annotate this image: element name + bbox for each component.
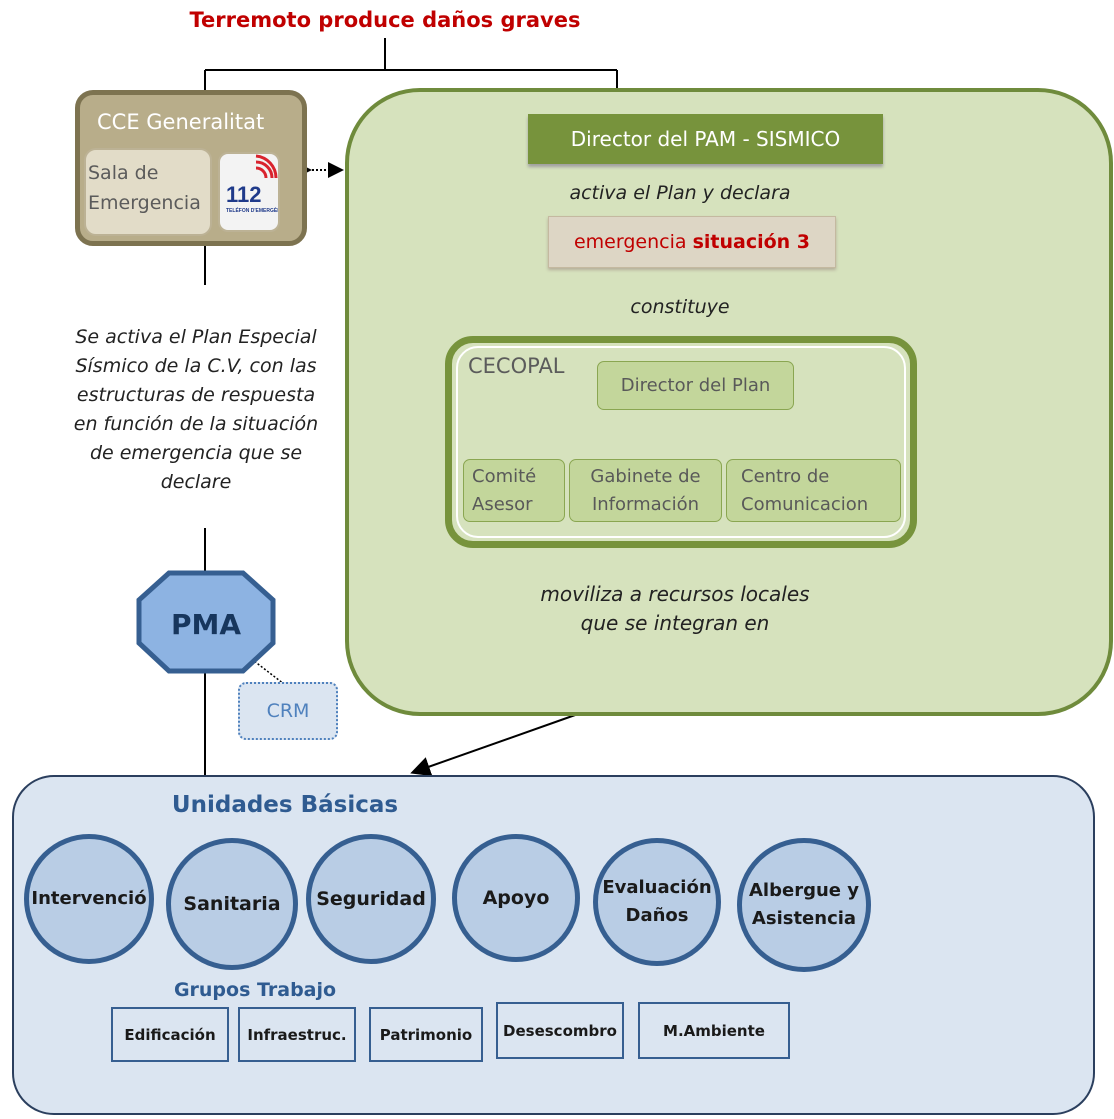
grupo-medio-ambiente: M.Ambiente [638, 1002, 790, 1059]
svg-text:112: 112 [226, 182, 262, 207]
diagram-title: Terremoto produce daños graves [189, 8, 581, 32]
moviliza-text: moviliza a recursos locales que se integ… [540, 582, 810, 635]
emergencia-situacion: situación 3 [692, 231, 811, 253]
unit-seguridad: Seguridad [306, 834, 436, 964]
svg-text:TELÉFON D'EMERGÈNCIES: TELÉFON D'EMERGÈNCIES [226, 206, 278, 214]
constituye-text: constituye [630, 296, 730, 318]
unidades-title: Unidades Básicas [171, 792, 399, 818]
unit-albergue-asistencia: Albergue y Asistencia [737, 838, 871, 972]
crm-box: CRM [238, 682, 338, 740]
grupo-desescombro: Desescombro [496, 1002, 624, 1059]
sala-emergencia-label: Sala de Emergencia [88, 162, 201, 214]
grupos-trabajo-title: Grupos Trabajo [173, 979, 337, 1001]
cecopal-inner-border [456, 346, 906, 538]
director-pam-box: Director del PAM - SISMICO [528, 114, 883, 164]
unit-evaluacion-danos: Evaluación Daños [593, 838, 721, 966]
emergencia-prefix: emergencia [573, 231, 687, 253]
director-plan-box: Director del Plan [597, 361, 794, 410]
cecopal-label: CECOPAL [468, 354, 565, 378]
pma-octagon: PMA [136, 570, 276, 674]
cce-title: CCE Generalitat [97, 110, 265, 134]
logo-112: 112 TELÉFON D'EMERGÈNCIES [218, 152, 293, 232]
centro-comunicacion-box: Centro de Comunicacion [726, 459, 901, 522]
se-activa-text: Se activa el Plan Especial Sísmico de la… [73, 326, 319, 493]
grupo-infraestructuras: Infraestruc. [238, 1007, 356, 1062]
grupo-patrimonio: Patrimonio [369, 1007, 483, 1062]
unit-intervencio: Intervenció [24, 834, 154, 964]
sala-emergencia-box [84, 148, 212, 236]
activa-text: activa el Plan y declara [569, 182, 791, 204]
pam-to-unidades-arrow [410, 713, 579, 777]
unit-apoyo: Apoyo [452, 834, 580, 962]
gabinete-informacion-box: Gabinete de Información [569, 459, 722, 522]
unit-sanitaria: Sanitaria [166, 838, 298, 970]
comite-asesor-box: Comité Asesor [463, 459, 565, 522]
grupo-edificacion: Edificación [111, 1007, 229, 1062]
pma-label: PMA [171, 608, 241, 641]
emergencia-box: emergencia situación 3 [548, 216, 836, 268]
